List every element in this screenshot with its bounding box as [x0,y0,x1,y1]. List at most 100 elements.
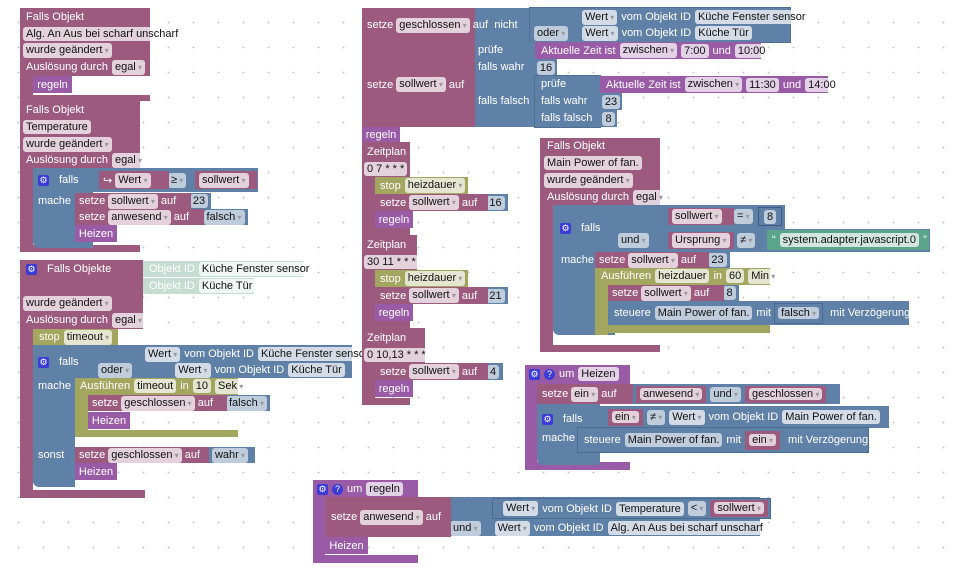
trigger-dropdown[interactable]: wurde geändert [23,42,112,58]
cron-field[interactable]: 0 7 * * * [364,162,408,176]
procedure-name-field[interactable]: Heizen [578,367,619,381]
var-dropdown[interactable]: ein [749,433,777,446]
bool-dropdown[interactable]: wahr [211,447,249,463]
var-dropdown[interactable]: geschlossen [121,395,195,411]
object-field[interactable]: Temperature [615,501,684,516]
wert-dropdown[interactable]: Wert [503,501,539,516]
operator-dropdown[interactable]: ≠ [737,232,756,248]
number-field[interactable]: 8 [763,209,777,224]
var-block[interactable]: sollwert [195,171,257,189]
wert-dropdown[interactable]: Wert [582,9,618,25]
call-regeln[interactable]: regeln [375,211,413,228]
set-block[interactable]: setzeeinauf [537,384,633,404]
set-block[interactable]: setzeanwesendauf [75,209,204,225]
unit-dropdown[interactable]: Sek [215,378,247,394]
if-else-block[interactable] [33,345,75,487]
var-dropdown[interactable]: sollwert [199,172,249,188]
wert-dropdown[interactable]: Wert [145,346,181,362]
help-icon[interactable] [332,483,343,495]
compare-dropdown[interactable]: zwischen [684,77,743,92]
and-block[interactable]: anwesend und geschlossen [628,384,840,404]
by-dropdown[interactable]: egal [111,312,145,328]
operator-dropdown[interactable]: ≥ [168,172,187,188]
object-field[interactable]: Küche Tür [198,279,256,293]
number-block[interactable]: 16 [483,194,508,211]
timer-name-field[interactable]: heizdauer [655,269,710,283]
wert-dropdown[interactable]: Wert [582,25,618,41]
set-block[interactable]: setzesollwertauf [362,42,475,127]
set-block[interactable]: setzesollwertauf [375,287,488,304]
gear-icon[interactable] [38,356,49,368]
call-heizen[interactable]: Heizen [325,537,368,554]
object-field[interactable]: Main Power of fan. [782,410,880,424]
timer-dropdown[interactable]: heizdauer [404,178,466,193]
call-heizen[interactable]: Heizen [88,412,130,429]
number-field[interactable]: 23 [189,194,209,208]
number-field[interactable]: 8 [602,111,615,126]
bool-dropdown[interactable]: falsch [226,395,267,411]
var-dropdown[interactable]: sollwert [628,252,678,268]
number-block[interactable]: 8 [720,285,739,301]
call-heizen[interactable]: Heizen [75,463,117,480]
und-dropdown[interactable]: und [710,386,742,402]
var-dropdown[interactable]: anwesend [360,509,423,525]
number-block[interactable]: 8 [758,207,782,226]
var-block[interactable]: sollwert [668,208,734,225]
set-block[interactable]: setzesollwertauf [75,193,191,209]
trigger-dropdown[interactable]: wurde geändert [23,295,112,311]
object-field[interactable]: Küche Fenster sensor [694,10,809,24]
object-field[interactable]: Alg. An Aus bei scharf unscharf [607,521,766,535]
var-block[interactable]: Ursprung [668,232,734,249]
var-dropdown[interactable]: sollwert [409,364,459,379]
timer-dropdown[interactable]: heizdauer [404,271,466,286]
time-field[interactable]: 14:00 [805,77,839,92]
number-field[interactable]: 23 [601,94,621,109]
timer-dropdown[interactable]: timeout [63,329,113,345]
gear-icon[interactable] [560,222,571,234]
help-icon[interactable] [544,368,555,380]
wert-dropdown[interactable]: Wert [669,409,705,425]
var-dropdown[interactable]: sollwert [409,288,459,303]
call-regeln[interactable]: regeln [375,304,413,321]
var-dropdown[interactable]: sollwert [108,193,158,209]
trigger-dropdown[interactable]: wurde geändert [23,136,112,152]
number-block[interactable]: 23 [600,93,622,110]
number-block[interactable]: 23 [187,193,211,209]
und-dropdown[interactable]: und [450,520,481,536]
var-dropdown[interactable]: geschlossen [749,387,823,400]
number-block[interactable]: 4 [483,363,503,380]
set-block[interactable]: setzegeschlossenauf [75,447,209,463]
object-field[interactable]: Temperature [23,120,91,134]
number-field[interactable]: 4 [486,364,500,379]
cron-field[interactable]: 30 11 * * * [364,255,419,269]
procedure-name-field[interactable]: regeln [366,482,403,496]
number-block[interactable]: 21 [483,287,508,304]
trigger-dropdown[interactable]: wurde geändert [544,172,633,188]
operator-dropdown[interactable]: = [734,208,753,224]
time-field[interactable]: 10:00 [734,43,769,58]
gear-icon[interactable] [529,368,540,380]
object-field[interactable]: Küche Fenster sensor [257,347,372,361]
compare-dropdown[interactable]: zwischen [619,43,678,58]
var-dropdown[interactable]: anwesend [640,387,703,400]
bool-dropdown[interactable]: falsch [203,209,245,225]
time-field[interactable]: 7:00 [681,43,709,58]
set-block[interactable]: setzeanwesendauf [325,497,451,537]
number-block[interactable]: 8 [600,110,617,127]
und-dropdown[interactable]: und [618,232,649,248]
gear-icon[interactable] [26,263,37,275]
not-block[interactable]: nicht [470,8,530,42]
var-dropdown[interactable]: sollwert [641,285,691,301]
timer-name-field[interactable]: timeout [134,379,177,393]
number-field[interactable]: 16 [486,195,505,210]
value-block[interactable]: ↪Wert [99,171,169,189]
var-dropdown[interactable]: sollwert [714,502,764,514]
